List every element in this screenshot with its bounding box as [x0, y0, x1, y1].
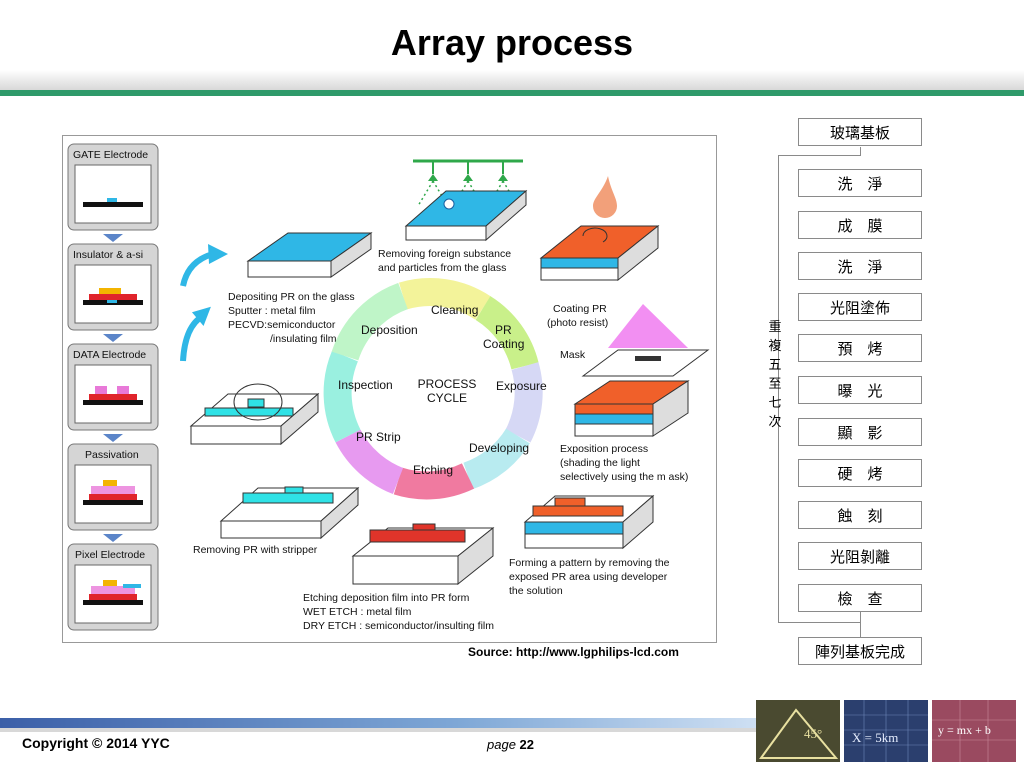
- flow-item: 曝 光: [798, 376, 922, 404]
- process-cycle: PROCESS CYCLE Cleaning PR Coating Exposu…: [323, 278, 547, 500]
- step-label-insulator: Insulator & a-si: [73, 249, 143, 261]
- flow-item: 洗 淨: [798, 252, 922, 280]
- flow-item: 蝕 刻: [798, 501, 922, 529]
- depositing-text-2: Sputter : metal film: [228, 305, 316, 317]
- return-arrowhead: [191, 306, 211, 326]
- stripper-text: Removing PR with stripper: [193, 544, 318, 556]
- flow-end-box: 陣列基板完成: [798, 637, 922, 665]
- etching-text-3: DRY ETCH : semiconductor/insulting film: [303, 620, 494, 632]
- repeat-char: 次: [768, 415, 782, 430]
- depositing-text-3: PECVD:semiconductor: [228, 319, 336, 331]
- coating-text-1: Coating PR: [553, 303, 607, 315]
- slide-title: Array process: [390, 22, 634, 63]
- repeat-char: 複: [768, 339, 782, 354]
- step-label-passivation: Passivation: [85, 449, 139, 461]
- strip-glass: Removing PR with stripper: [193, 486, 360, 556]
- cycle-stage-coating: Coating: [483, 337, 524, 351]
- footer-bar-shadow: [0, 728, 760, 732]
- copyright: Copyright © 2014 YYC: [22, 735, 170, 751]
- cycle-stage-developing: Developing: [469, 441, 529, 455]
- depositing-text-4: /insulating film: [270, 333, 337, 345]
- flow-item: 預 烤: [798, 334, 922, 362]
- flow-item: 顯 影: [798, 418, 922, 446]
- step-insulator: Insulator & a-si: [67, 243, 159, 331]
- thumb-text-1: 45°: [804, 726, 822, 741]
- cycle-stage-exposure: Exposure: [496, 379, 547, 393]
- page-number: 22: [519, 737, 535, 752]
- footer-bar: [0, 718, 760, 728]
- etching-text-1: Etching deposition film into PR form: [303, 592, 470, 604]
- removing-text-1: Removing foreign substance: [378, 248, 511, 260]
- flow-item: 成 膜: [798, 211, 922, 239]
- cycle-stage-inspection: Inspection: [338, 378, 393, 392]
- step-passivation: Passivation: [67, 443, 159, 531]
- source-caption: Source: http://www.lgphilips-lcd.com: [468, 645, 679, 659]
- flow-connector: [860, 612, 861, 637]
- repeat-note: 重 複 五 至 七 次: [768, 318, 782, 432]
- step-gate: GATE Electrode: [67, 143, 159, 231]
- removing-text-2: and particles from the glass: [378, 262, 506, 274]
- step-label-data: DATA Electrode: [73, 349, 146, 361]
- forming-text-1: Forming a pattern by removing the: [509, 557, 670, 569]
- repeat-char: 至: [768, 377, 782, 392]
- cycle-stage-strip: PR Strip: [356, 430, 401, 444]
- cleaning-glass: Removing foreign substance and particles…: [378, 159, 528, 274]
- inspection-glass: [189, 383, 320, 446]
- thumbnail-equation: y = mx + b: [932, 700, 1016, 762]
- thumb-text-2: X = 5km: [852, 730, 898, 745]
- step-arrow: [103, 334, 123, 342]
- title-underline: [0, 90, 1024, 96]
- step-arrow: [103, 534, 123, 542]
- flow-connector: [778, 155, 861, 156]
- cycle-center-1: PROCESS: [418, 377, 477, 391]
- developing-glass: Forming a pattern by removing the expose…: [509, 494, 670, 597]
- thumbnail-protractor: 45°: [756, 700, 840, 762]
- flow-loop-line: [778, 155, 779, 623]
- array-process-figure: GATE Electrode Insulator & a-si DATA Ele…: [62, 135, 717, 643]
- etching-glass: Etching deposition film into PR form WET…: [303, 523, 495, 632]
- depositing-text-1: Depositing PR on the glass: [228, 291, 355, 303]
- page-indicator: page 22: [487, 737, 534, 752]
- thumbnail-grid: X = 5km: [844, 700, 928, 762]
- flow-item: 檢 查: [798, 584, 922, 612]
- exposition-text-3: selectively using the m ask): [560, 471, 688, 483]
- cycle-stage-etching: Etching: [413, 463, 453, 477]
- repeat-char: 重: [768, 320, 782, 335]
- step-arrow: [103, 234, 123, 242]
- etching-text-2: WET ETCH : metal film: [303, 606, 412, 618]
- repeat-char: 五: [768, 358, 782, 373]
- cycle-center-2: CYCLE: [427, 391, 467, 405]
- cycle-stage-cleaning: Cleaning: [431, 303, 478, 317]
- page-label: page: [487, 737, 516, 752]
- step-column: GATE Electrode Insulator & a-si DATA Ele…: [67, 143, 159, 631]
- flow-connector: [778, 622, 861, 623]
- flow-item: 光阻剝離: [798, 542, 922, 570]
- coating-text-2: (photo resist): [547, 317, 608, 329]
- cycle-stage-pr: PR: [495, 323, 512, 337]
- flow-item: 硬 烤: [798, 459, 922, 487]
- cycle-stage-deposition: Deposition: [361, 323, 418, 337]
- thumb-text-3: y = mx + b: [938, 723, 991, 737]
- flow-item: 洗 淨: [798, 169, 922, 197]
- flow-item: 光阻塗佈: [798, 293, 922, 321]
- flow-connector: [860, 147, 861, 155]
- title-band: [0, 70, 1024, 90]
- depositing-glass: Depositing PR on the glass Sputter : met…: [228, 232, 373, 345]
- step-pixel: Pixel Electrode: [67, 543, 159, 631]
- forming-text-3: the solution: [509, 585, 563, 597]
- exposure-glass: Mask Exposition process (shading the lig…: [560, 304, 710, 483]
- repeat-char: 七: [768, 396, 782, 411]
- forming-text-2: exposed PR area using developer: [509, 571, 668, 583]
- mask-label: Mask: [560, 349, 586, 361]
- exposition-text-2: (shading the light: [560, 457, 640, 469]
- coating-glass: Coating PR (photo resist): [539, 176, 660, 329]
- step-label-pixel: Pixel Electrode: [75, 549, 145, 561]
- exposition-text-1: Exposition process: [560, 443, 648, 455]
- step-label-gate: GATE Electrode: [73, 149, 148, 161]
- step-arrow: [103, 434, 123, 442]
- flow-start-box: 玻璃基板: [798, 118, 922, 146]
- step-data: DATA Electrode: [67, 343, 159, 431]
- return-arrowhead: [208, 244, 228, 264]
